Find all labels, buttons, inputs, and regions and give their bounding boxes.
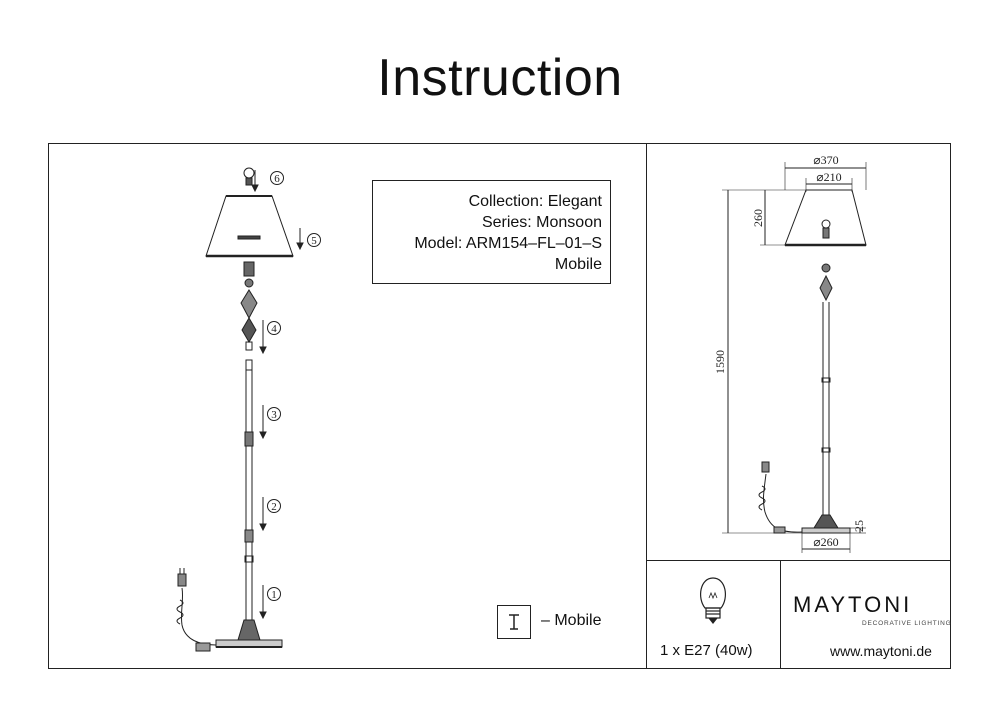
series-text: Series: Monsoon bbox=[481, 214, 602, 231]
brand-logo: MAYTONI bbox=[793, 592, 913, 617]
dim-shade-top: ⌀370 bbox=[813, 153, 838, 167]
dim-shade-bottom: ⌀210 bbox=[816, 170, 841, 184]
product-info-box: Collection: Elegant Series: Monsoon Mode… bbox=[372, 180, 611, 284]
step-6-label: 6 bbox=[274, 173, 280, 185]
step-2-label: 2 bbox=[271, 501, 277, 513]
mobile-legend-label: – Mobile bbox=[541, 612, 602, 629]
variant-text: Mobile bbox=[554, 256, 602, 273]
page-title: Instruction bbox=[377, 49, 623, 107]
drawing-frame bbox=[48, 143, 951, 669]
base-part bbox=[215, 619, 283, 648]
step-circles bbox=[267, 171, 321, 601]
shade-part bbox=[205, 195, 294, 258]
website-link[interactable]: www.maytoni.de bbox=[830, 643, 932, 659]
divider-vertical bbox=[646, 143, 647, 669]
bulb-part bbox=[243, 167, 255, 186]
stem-part bbox=[244, 359, 254, 620]
step-4-label: 4 bbox=[271, 323, 277, 335]
step-arrows bbox=[251, 170, 304, 620]
power-cord bbox=[176, 568, 217, 652]
step-1-label: 1 bbox=[271, 589, 277, 601]
divider-footer bbox=[780, 560, 781, 669]
dim-shade-height: 260 bbox=[751, 209, 765, 227]
mobile-legend-icon bbox=[497, 605, 531, 639]
model-text: Model: ARM154–FL–01–S bbox=[414, 235, 602, 252]
divider-horizontal bbox=[646, 560, 951, 561]
bulb-icon bbox=[699, 577, 727, 624]
dim-base-height: 25 bbox=[852, 520, 866, 532]
dimension-drawing bbox=[722, 162, 867, 553]
brand-tagline: DECORATIVE LIGHTING bbox=[862, 620, 952, 627]
dim-base-diameter: ⌀260 bbox=[813, 535, 838, 549]
step-3-label: 3 bbox=[271, 409, 277, 421]
collection-text: Collection: Elegant bbox=[468, 193, 602, 210]
upper-ornament-part bbox=[240, 261, 258, 351]
bulb-spec-text: 1 x E27 (40w) bbox=[660, 642, 753, 659]
step-5-label: 5 bbox=[311, 235, 317, 247]
dim-total-height: 1590 bbox=[713, 350, 727, 374]
